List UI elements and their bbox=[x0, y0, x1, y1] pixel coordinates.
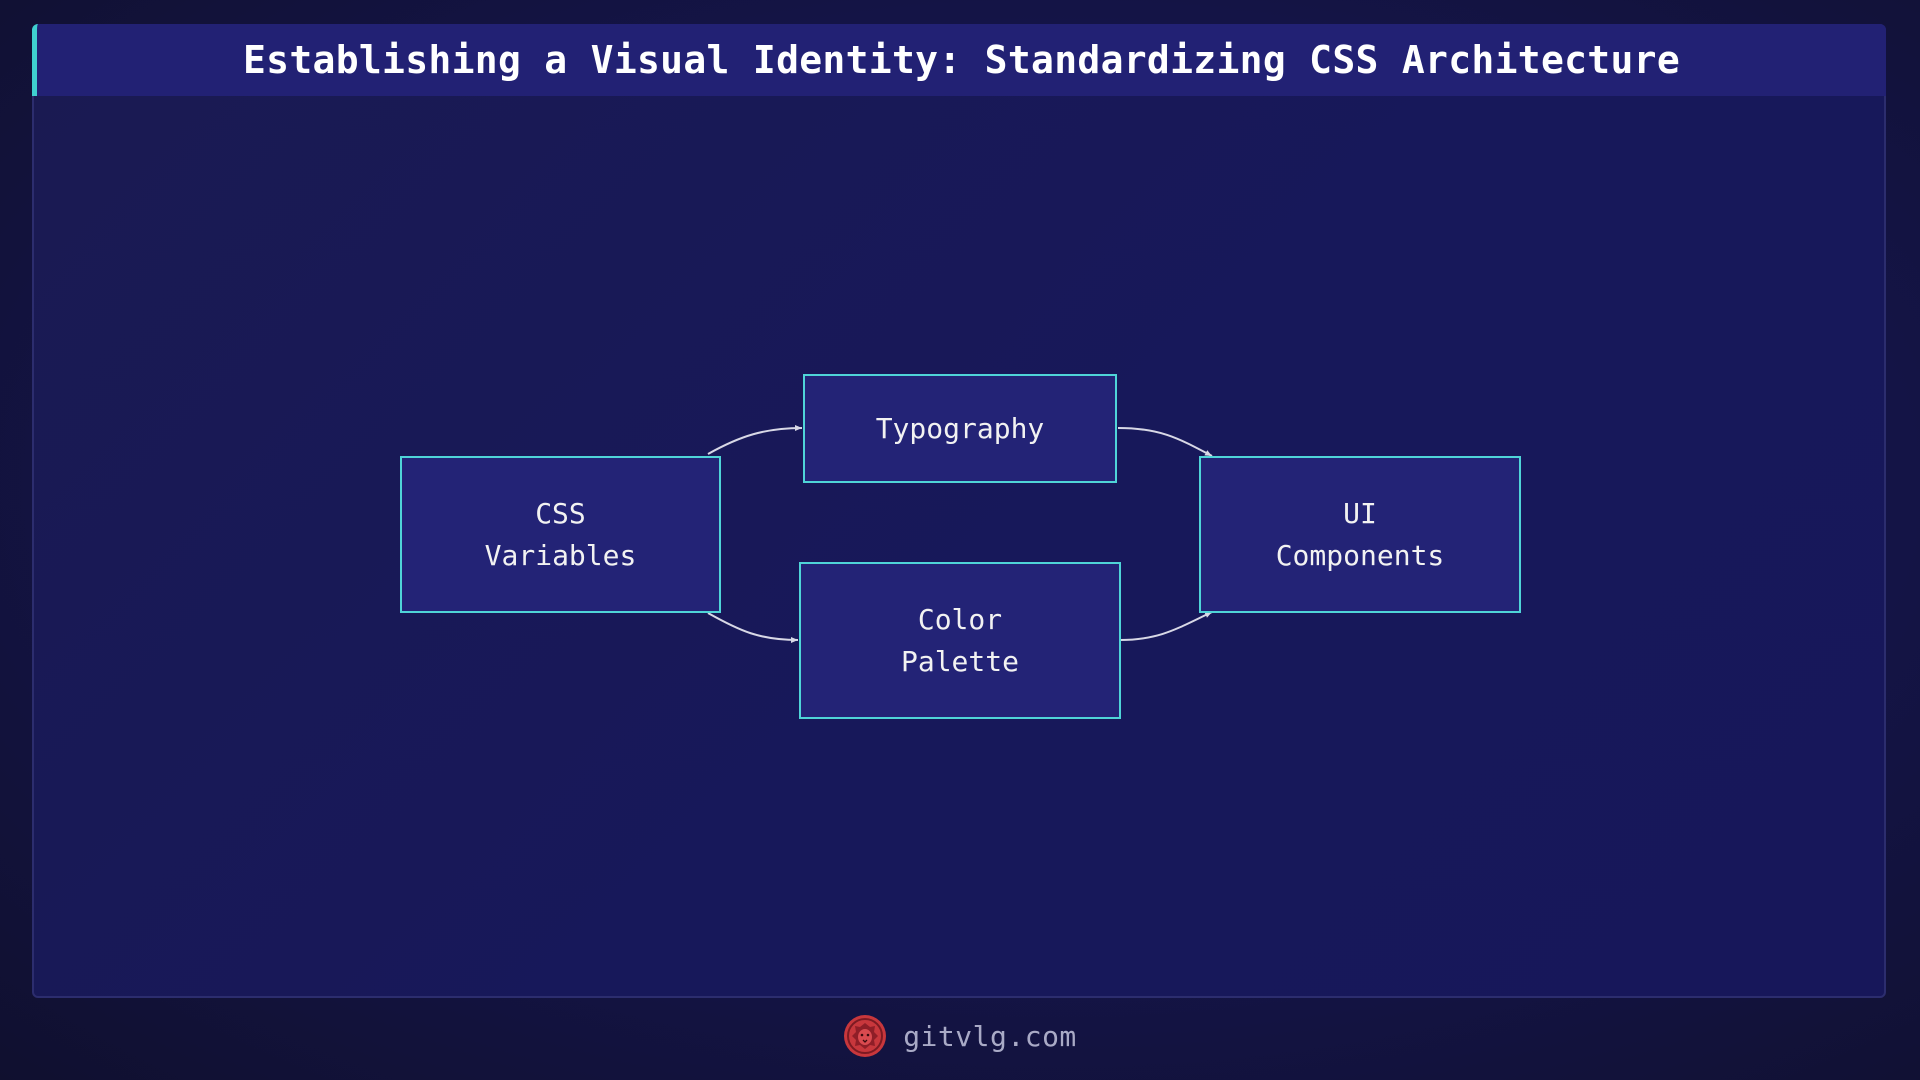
node-ui-components: UI Components bbox=[1199, 456, 1521, 613]
title-bar: Establishing a Visual Identity: Standard… bbox=[32, 24, 1886, 96]
footer-site-link[interactable]: gitvlg.com bbox=[903, 1019, 1077, 1053]
node-color-palette: Color Palette bbox=[799, 562, 1121, 719]
content-panel bbox=[32, 24, 1886, 998]
footer: gitvlg.com bbox=[0, 1012, 1920, 1060]
edge-color-palette-to-ui-components bbox=[1119, 611, 1213, 641]
node-typography: Typography bbox=[803, 374, 1117, 483]
edge-css-variables-to-color-palette bbox=[707, 612, 799, 643]
edge-typography-to-ui-components bbox=[1117, 427, 1213, 457]
edge-css-variables-to-typography bbox=[707, 425, 803, 455]
lion-head-icon bbox=[844, 1015, 887, 1057]
node-css-variables: CSS Variables bbox=[400, 456, 721, 613]
page-title: Establishing a Visual Identity: Standard… bbox=[242, 38, 1681, 82]
